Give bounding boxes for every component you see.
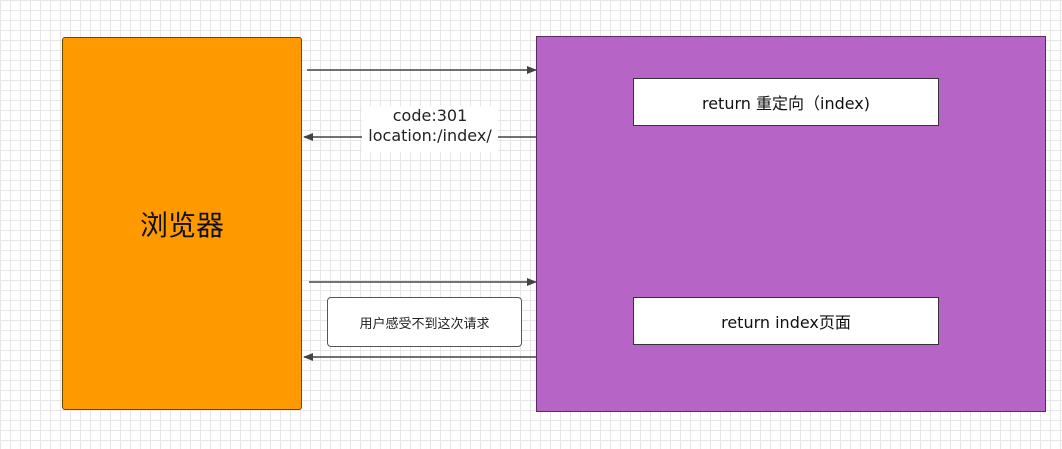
redirect-response-label: code:301 location:/index/ (362, 106, 498, 152)
return-index-page-box: return index页面 (633, 297, 939, 345)
location-text: location:/index/ (368, 126, 492, 145)
browser-label: 浏览器 (139, 208, 224, 242)
note-box: 用户感受不到这次请求 (327, 297, 522, 347)
return-redirect-box: return 重定向（index) (633, 78, 939, 126)
status-code-text: code:301 (392, 106, 468, 125)
browser-node: 浏览器 (62, 37, 302, 410)
